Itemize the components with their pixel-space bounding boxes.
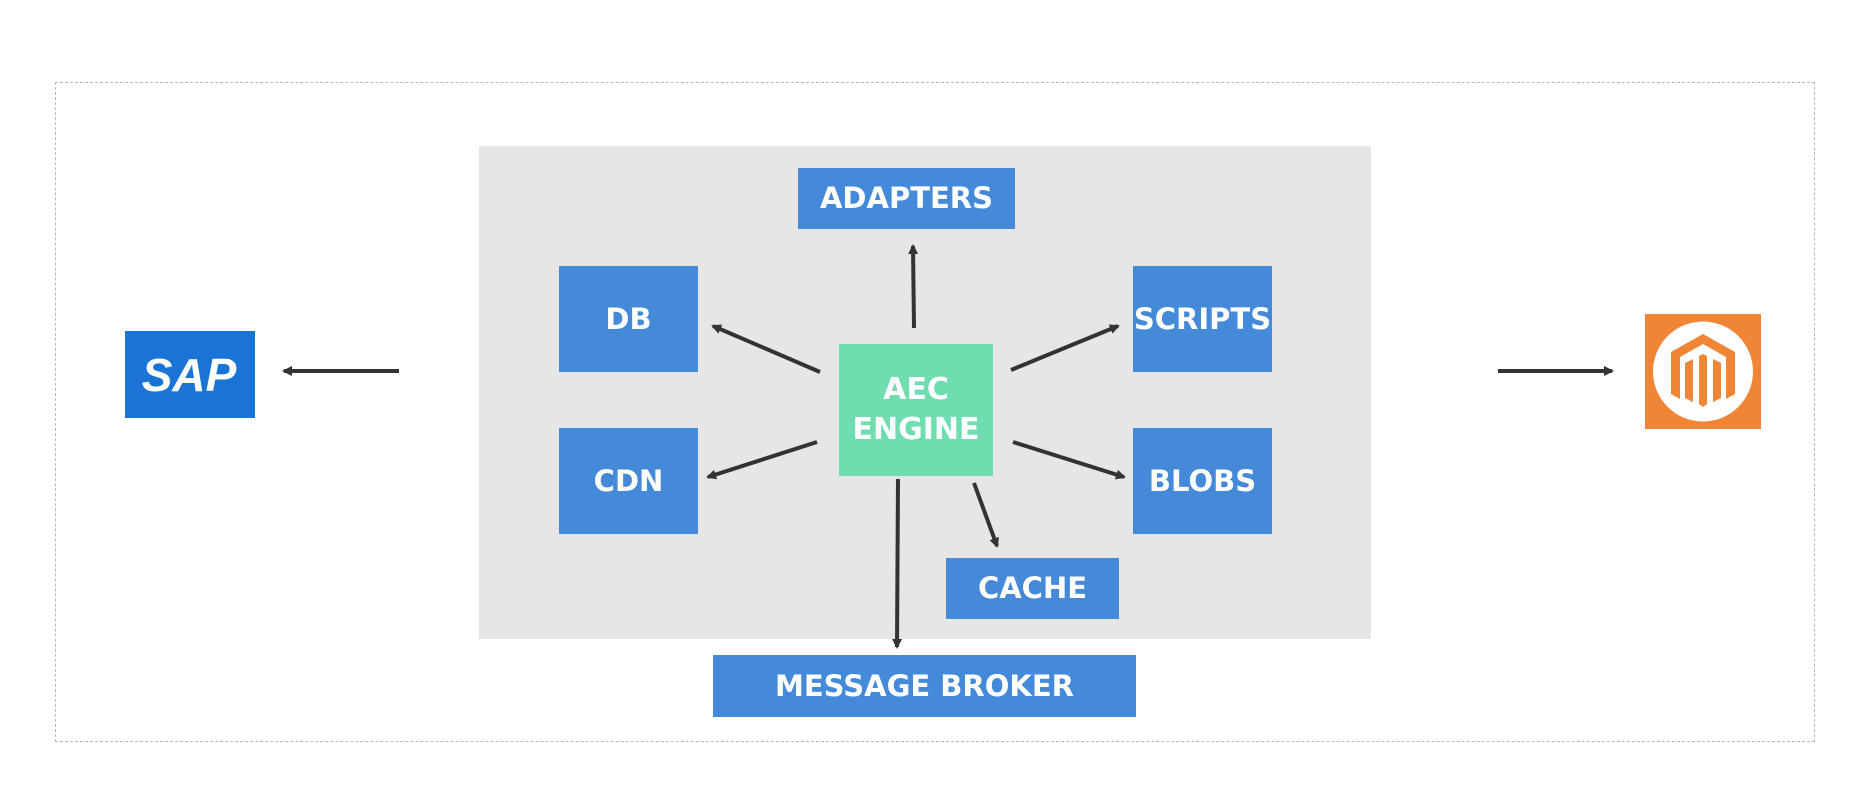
db-label: DB (605, 301, 652, 336)
blobs-label: BLOBS (1148, 463, 1257, 498)
cache-label: CACHE (977, 571, 1088, 606)
cdn-node: CDN (559, 428, 698, 534)
scripts-label: SCRIPTS (1133, 301, 1272, 336)
engine-label-line2: ENGINE (852, 412, 980, 447)
message-broker-node: MESSAGE BROKER (713, 655, 1136, 717)
cdn-label: CDN (593, 463, 664, 498)
diagram-frame (55, 82, 1815, 742)
sap-logo-text: SAP (142, 349, 237, 401)
db-node: DB (559, 266, 698, 372)
sap-logo-graphic: SAP (125, 331, 255, 418)
adapters-label: ADAPTERS (819, 181, 994, 216)
adapters-node: ADAPTERS (798, 168, 1015, 229)
engine-label-line1: AEC (883, 371, 949, 407)
blobs-node: BLOBS (1133, 428, 1272, 534)
aec-engine-node: AEC ENGINE (839, 344, 993, 476)
magento-icon (1645, 314, 1761, 429)
sap-logo: SAP (125, 331, 255, 418)
cache-node: CACHE (946, 558, 1119, 619)
message-broker-label: MESSAGE BROKER (775, 668, 1074, 703)
scripts-node: SCRIPTS (1133, 266, 1272, 372)
magento-logo (1645, 314, 1761, 429)
